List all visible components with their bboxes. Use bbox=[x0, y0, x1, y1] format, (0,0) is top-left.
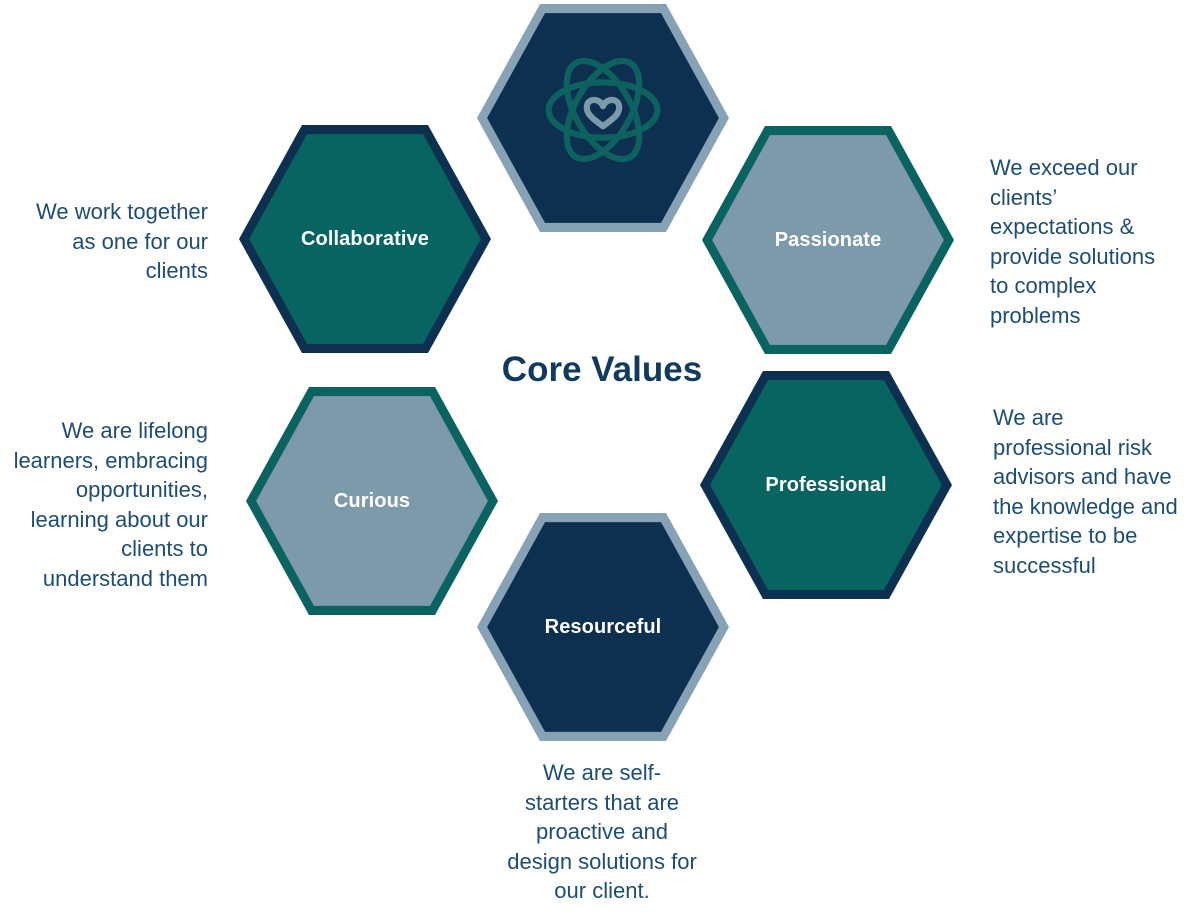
hexagon-professional: Professional bbox=[700, 371, 952, 599]
professional-description: We are professional risk advisors and ha… bbox=[993, 405, 1178, 578]
hexagon-fill bbox=[487, 13, 719, 223]
curious-description: We are lifelong learners, embracing oppo… bbox=[13, 418, 208, 591]
hexagon-label: Resourceful bbox=[544, 615, 662, 638]
hexagon-fill bbox=[256, 396, 488, 606]
passionate-description: We exceed our clients’ expectations & pr… bbox=[990, 155, 1156, 328]
hexagon-shape bbox=[702, 126, 954, 354]
heart-icon bbox=[583, 96, 623, 130]
hexagon-shape bbox=[700, 371, 952, 599]
hexagon-resourceful: Resourceful bbox=[477, 513, 729, 741]
page-title: Core Values bbox=[501, 350, 703, 389]
hexagon-collaborative: Collaborative bbox=[239, 125, 491, 353]
hexagon-fill bbox=[712, 135, 944, 345]
hexagon-shape bbox=[477, 513, 729, 741]
resourceful-description: We are self- starters that are proactive… bbox=[507, 760, 697, 903]
atom-heart-icon bbox=[545, 57, 661, 163]
hexagon-label: Curious bbox=[333, 489, 411, 512]
hexagon-label: Passionate bbox=[774, 228, 882, 251]
hexagon-fill bbox=[487, 522, 719, 732]
hexagon-label: Collaborative bbox=[301, 227, 429, 250]
hexagon-fill bbox=[710, 380, 942, 590]
hexagon-curious: Curious bbox=[246, 387, 498, 615]
collaborative-description: We work together as one for our clients bbox=[35, 199, 208, 283]
hexagon-shape bbox=[246, 387, 498, 615]
hexagon-shape bbox=[239, 125, 491, 353]
atom-orbits bbox=[545, 57, 661, 163]
hexagon-fill bbox=[249, 134, 481, 344]
hexagon-label: Professional bbox=[765, 473, 887, 496]
hexagon-passionate: Passionate bbox=[702, 126, 954, 354]
hexagon-shape bbox=[477, 4, 729, 232]
hexagon-brand bbox=[477, 4, 729, 232]
